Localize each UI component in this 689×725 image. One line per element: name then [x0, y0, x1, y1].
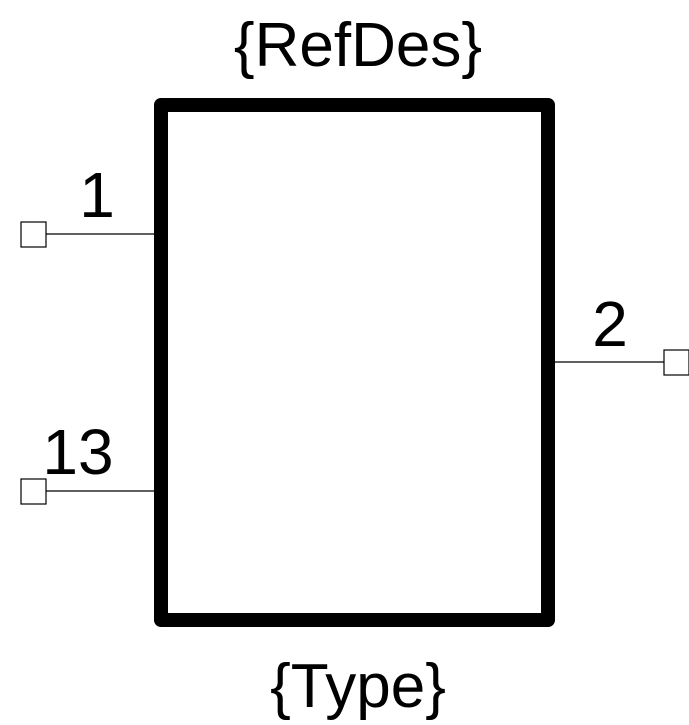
pin-1-terminal[interactable] [20, 221, 47, 248]
pin-1-number: 1 [79, 159, 115, 231]
pin-2[interactable]: 2 [555, 288, 689, 376]
refdes-label: {RefDes} [234, 11, 482, 80]
pin-13-terminal[interactable] [20, 478, 47, 505]
component-body [154, 98, 555, 627]
pin-13[interactable]: 13 [20, 416, 155, 505]
type-label: {Type} [270, 652, 446, 721]
pin-1[interactable]: 1 [20, 159, 155, 248]
pin-2-terminal[interactable] [663, 349, 689, 376]
pin-2-number: 2 [592, 288, 628, 360]
pin-13-number: 13 [42, 416, 113, 488]
